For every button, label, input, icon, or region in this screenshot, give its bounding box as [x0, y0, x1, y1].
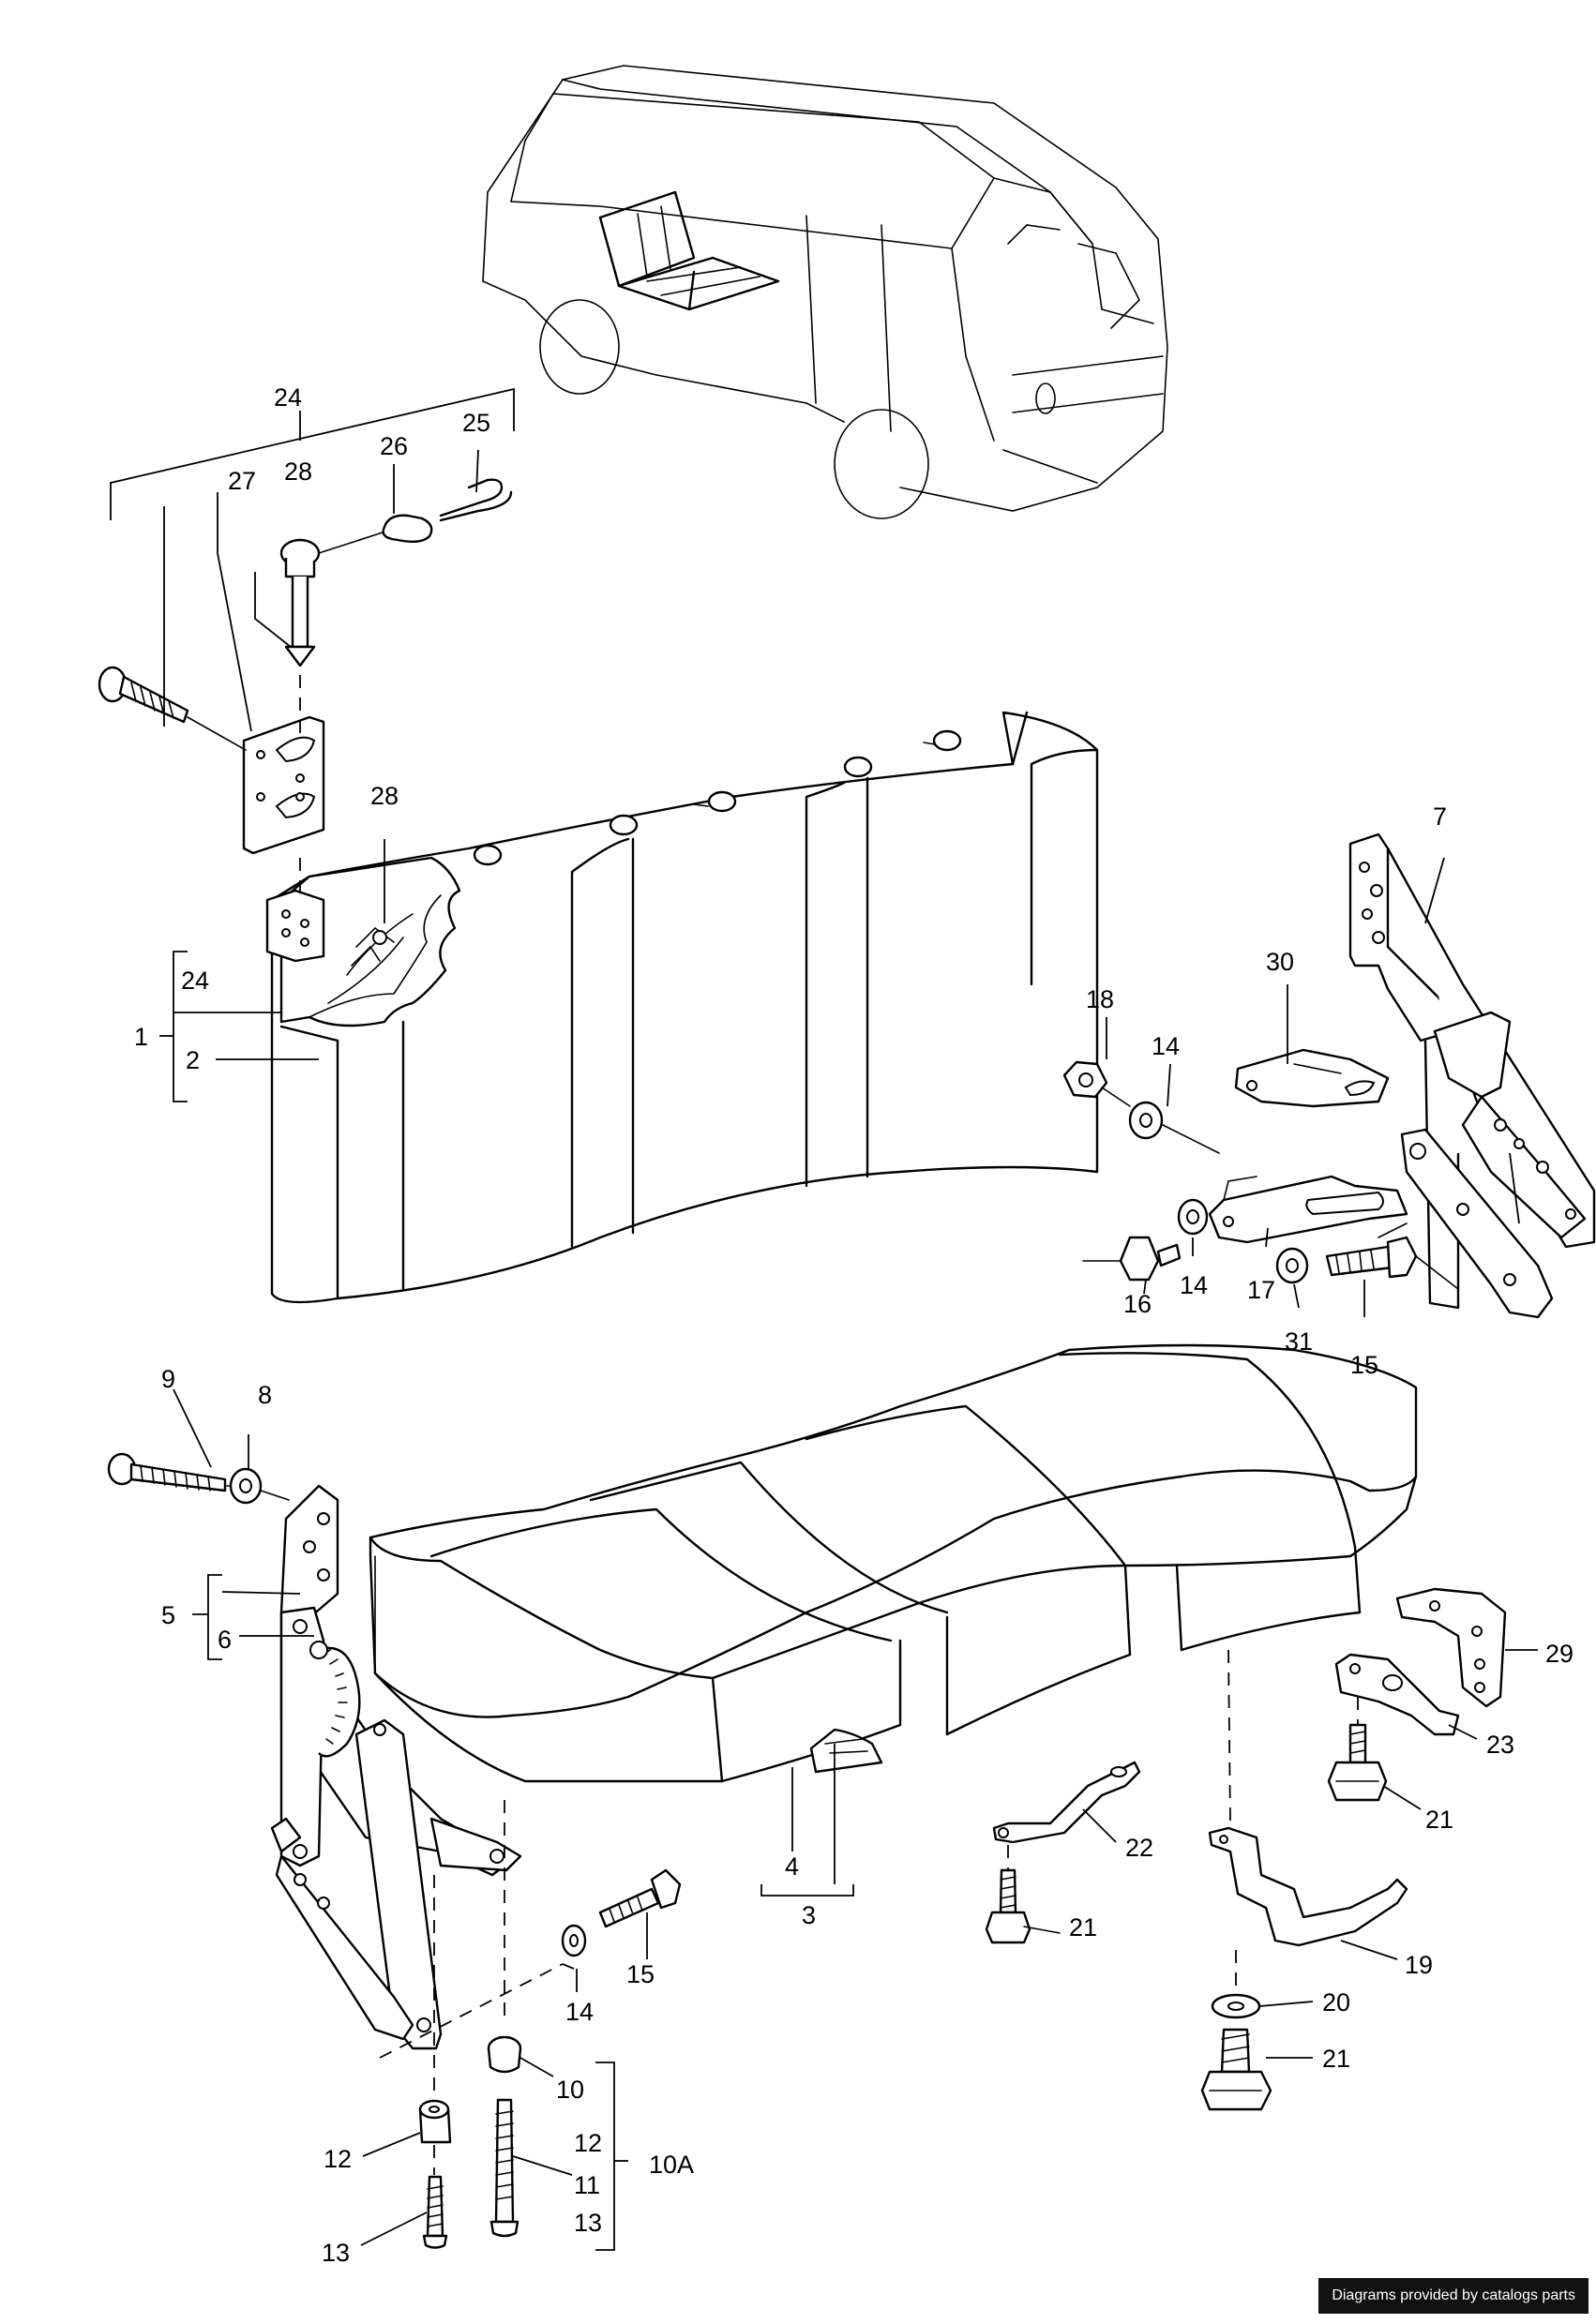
callout-16: 16	[1123, 1290, 1152, 1318]
callout-14-upper: 14	[1152, 1032, 1180, 1060]
van-illustration	[482, 65, 1168, 519]
callout-23: 23	[1486, 1731, 1514, 1759]
callout-21-middle: 21	[1069, 1913, 1097, 1942]
backrest-latch-parts	[98, 387, 515, 1102]
callout-3: 3	[802, 1901, 816, 1929]
callout-20: 20	[1322, 1988, 1350, 2017]
seat-backrest	[265, 711, 1099, 1304]
callout-24-brace: 24	[181, 967, 209, 995]
callout-15-lower: 15	[626, 1960, 655, 1988]
callout-15-upper: 15	[1350, 1351, 1378, 1379]
diagram-credit-badge: Diagrams provided by catalogs parts	[1318, 2278, 1588, 2314]
seat-cushion	[369, 1343, 1418, 1897]
callout-5: 5	[161, 1601, 175, 1629]
callout-12-left: 12	[324, 2145, 352, 2173]
callout-21-right: 21	[1425, 1806, 1453, 1834]
callout-29: 29	[1545, 1640, 1573, 1668]
callout-19: 19	[1405, 1951, 1433, 1979]
callout-2: 2	[186, 1046, 200, 1074]
lower-mount-hardware	[360, 1800, 682, 2251]
callout-6: 6	[218, 1626, 232, 1654]
callout-28-lower: 28	[370, 782, 399, 810]
hinge-mount-hardware	[1062, 984, 1459, 1317]
callout-10A: 10A	[649, 2151, 694, 2179]
callout-13-right: 13	[574, 2209, 602, 2237]
callout-13-left: 13	[322, 2239, 350, 2267]
callout-4: 4	[785, 1852, 799, 1881]
callout-labels: 24 25 26 27 28 28 24 1 2 7 30 18 14 14 1…	[134, 383, 1573, 2267]
callout-31: 31	[1285, 1327, 1313, 1356]
callout-24-top: 24	[274, 383, 302, 412]
callout-26: 26	[380, 432, 408, 460]
callout-9: 9	[161, 1365, 175, 1393]
left-seat-hinge	[107, 1388, 522, 2050]
callout-17: 17	[1247, 1276, 1275, 1304]
callout-11: 11	[574, 2171, 600, 2199]
callout-12-right: 12	[574, 2129, 602, 2157]
callout-7: 7	[1433, 802, 1447, 831]
callout-21-bottom: 21	[1322, 2045, 1350, 2073]
callout-14-lower: 14	[565, 1998, 594, 2026]
right-seat-hardware	[985, 1587, 1538, 2111]
right-hinge-bracket	[1348, 832, 1596, 1319]
callout-1: 1	[134, 1023, 148, 1051]
callout-28-upper: 28	[284, 457, 312, 486]
callout-18: 18	[1086, 985, 1114, 1013]
callout-30: 30	[1266, 948, 1294, 976]
callout-10: 10	[556, 2076, 584, 2104]
callout-25: 25	[462, 409, 490, 437]
callout-14-middle: 14	[1180, 1271, 1208, 1299]
callout-22: 22	[1125, 1834, 1153, 1862]
callout-27: 27	[228, 467, 256, 495]
callout-8: 8	[258, 1381, 272, 1409]
